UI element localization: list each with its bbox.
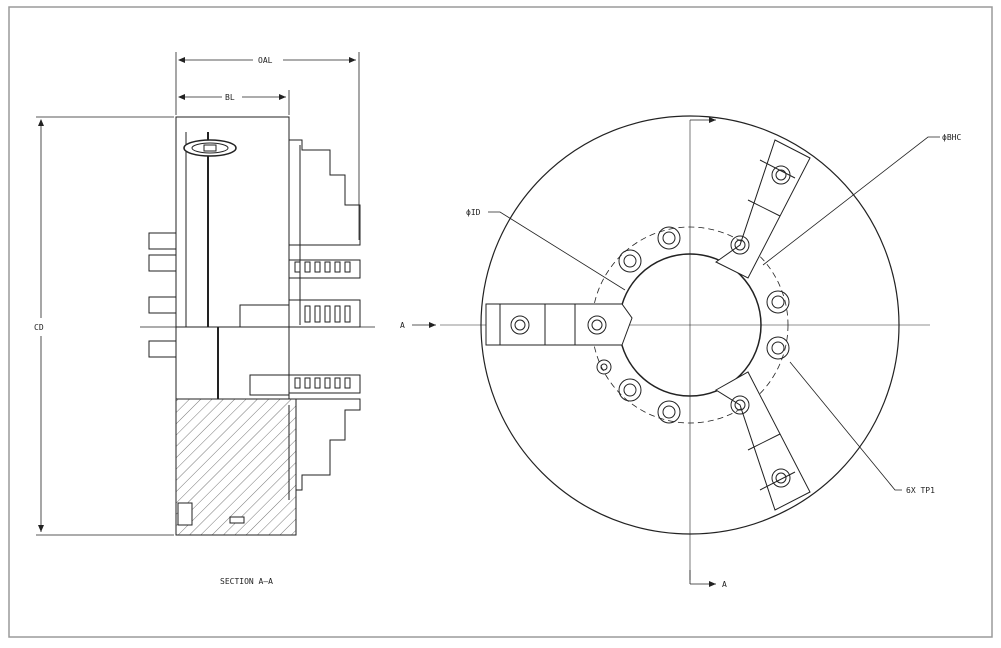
callout-phi-id: ϕID — [466, 208, 481, 217]
callout-tp1: 6X TP1 — [906, 486, 935, 495]
dim-label-cd: CD — [34, 323, 44, 332]
mounting-holes — [596, 226, 790, 424]
jaw-teeth-lower — [294, 377, 351, 389]
dimension-cd — [36, 116, 174, 536]
section-title: SECTION A—A — [220, 577, 273, 586]
dim-label-bl: BL — [225, 93, 235, 102]
front-view — [440, 115, 940, 580]
section-marker-bottom: A — [722, 580, 727, 589]
section-view — [140, 116, 375, 536]
jaw-teeth-upper — [294, 261, 351, 323]
section-arrow-bottom — [689, 570, 716, 587]
dim-label-oal: OAL — [258, 56, 273, 65]
page-border — [8, 6, 993, 638]
jaw-left — [485, 303, 633, 346]
jaw-upper-right — [715, 139, 811, 279]
jaw-lower-right — [715, 371, 811, 511]
section-marker-left: A — [400, 321, 405, 330]
callout-phi-bhc: ϕBHC — [942, 133, 961, 142]
dimension-oal — [175, 52, 360, 240]
dimension-bl — [178, 90, 290, 115]
